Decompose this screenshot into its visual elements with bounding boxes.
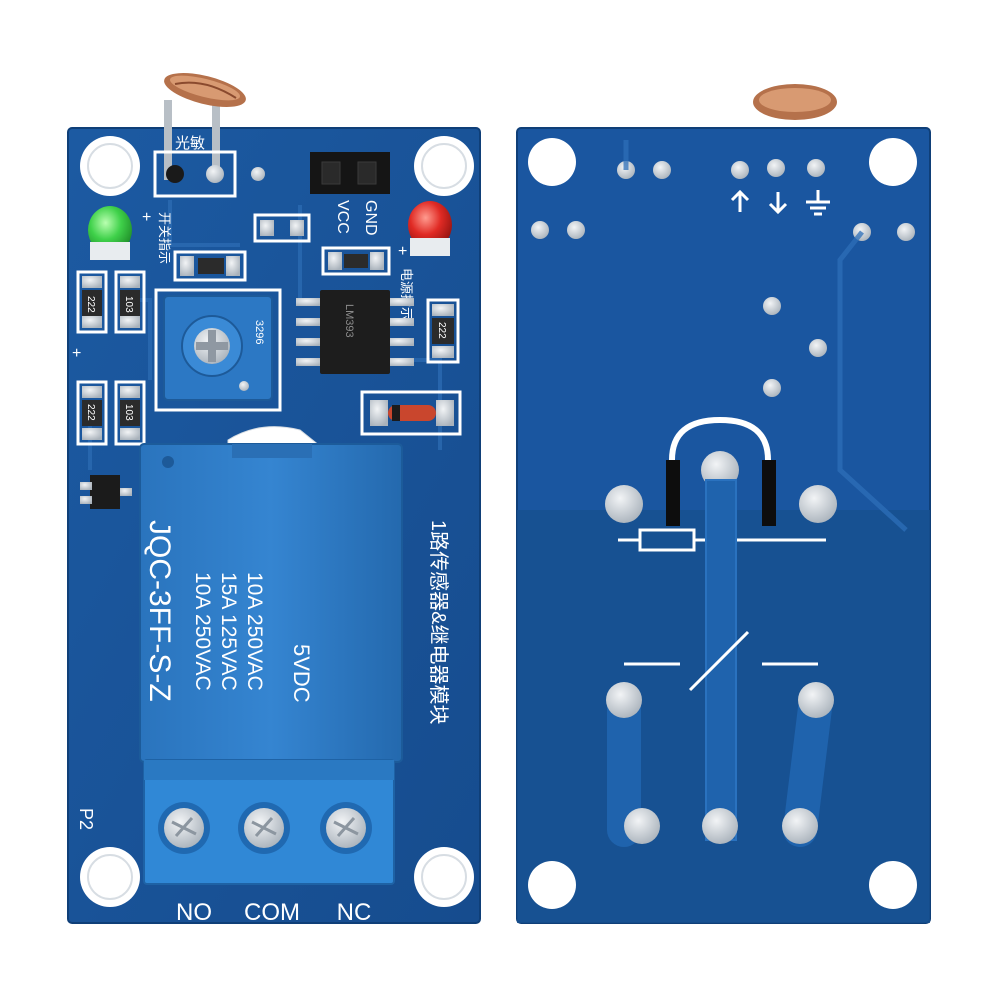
resistor-code: 103 [123, 404, 134, 421]
chip-marking: LM393 [343, 304, 355, 338]
com-label: COM [244, 899, 300, 926]
power-header [310, 152, 390, 194]
photo-sensor-footprint [153, 150, 237, 198]
arrow-down-icon [768, 192, 788, 215]
ground-icon [806, 190, 830, 216]
power-indicator-label: 电源指示 [399, 268, 414, 320]
smd-transistor [80, 475, 132, 509]
smd-component [253, 213, 311, 243]
plus-label: + [142, 209, 151, 226]
mounting-hole [80, 847, 140, 907]
relay-coil-voltage: 5VDC [289, 644, 314, 703]
back-board [516, 84, 931, 924]
pcb-traces [623, 140, 908, 532]
p2-label: P2 [76, 808, 96, 830]
screw-terminal [158, 802, 210, 854]
relay-model: JQC-3FF-S-Z [143, 520, 176, 702]
vcc-label: VCC [334, 200, 351, 234]
relay-rating-2: 15A 125VAC [217, 572, 240, 691]
plus-label: + [398, 243, 407, 260]
relay [139, 426, 403, 763]
plus-label: + [72, 345, 81, 362]
mounting-hole [869, 861, 917, 909]
no-label: NO [176, 899, 212, 926]
nc-label: NC [337, 899, 372, 926]
led-red [408, 201, 452, 256]
potentiometer-code: 3296 [253, 320, 265, 344]
relay-rating-1: 10A 250VAC [243, 572, 266, 691]
mounting-hole [414, 136, 474, 196]
smd-component [321, 246, 391, 276]
smd-resistor [114, 270, 146, 334]
photoresistor [753, 84, 837, 120]
smd-component [173, 250, 247, 282]
resistor-code: 103 [123, 296, 134, 313]
resistor-code: 222 [436, 322, 447, 339]
contact-traces [606, 479, 834, 847]
arrow-up-icon [730, 189, 750, 212]
via [251, 167, 265, 181]
lm393-chip [296, 290, 414, 374]
smd-resistor [426, 298, 460, 364]
screw-terminal [238, 802, 290, 854]
front-board: 光敏 VCC GND + 开关指示 + 电源指示 [67, 73, 481, 926]
smd-resistor [76, 380, 108, 446]
screw-terminal [320, 802, 372, 854]
mounting-hole [414, 847, 474, 907]
smd-resistor [114, 380, 146, 446]
potentiometer [154, 288, 282, 412]
resistor-code: 222 [85, 404, 96, 421]
smd-resistor [76, 270, 108, 334]
switch-indicator-label: 开关指示 [157, 212, 172, 264]
led-green [88, 206, 132, 260]
photoresistor [164, 73, 246, 180]
diode [360, 390, 462, 436]
resistor-code: 222 [85, 296, 96, 313]
terminal-block [143, 759, 395, 885]
module-name-label: 1路传感器&继电器模块 [427, 520, 450, 724]
mounting-hole [869, 138, 917, 186]
mounting-hole [80, 136, 140, 196]
mounting-hole [528, 138, 576, 186]
photo-sensor-label: 光敏 [175, 135, 205, 152]
relay-rating-3: 10A 250VAC [191, 572, 214, 691]
gnd-label: GND [362, 200, 379, 236]
mounting-hole [528, 861, 576, 909]
